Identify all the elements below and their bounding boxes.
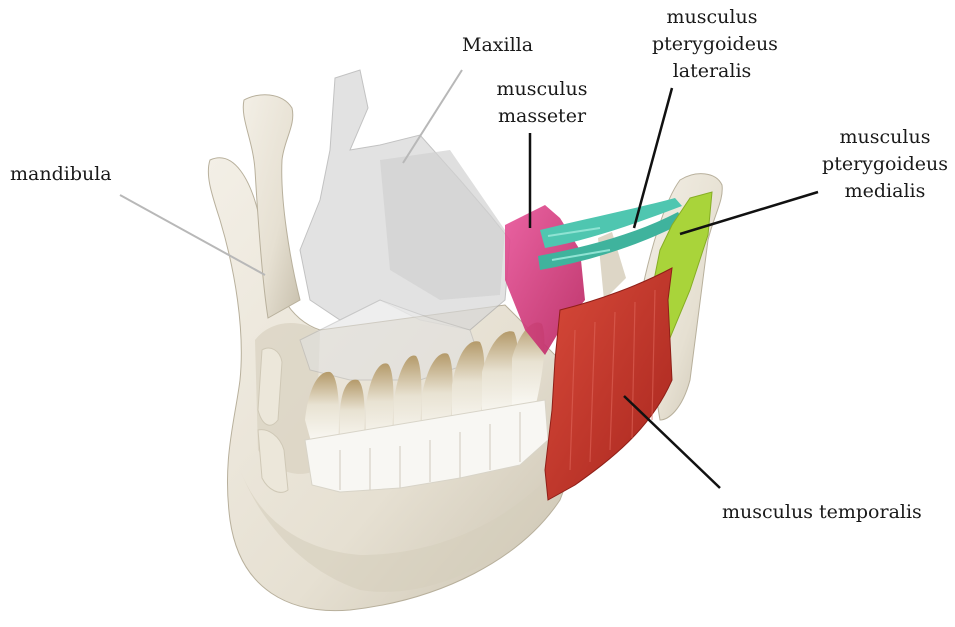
label-masseter: musculus masseter — [492, 76, 592, 130]
label-temporalis: musculus temporalis — [722, 499, 922, 526]
label-mandibula: mandibula — [10, 161, 112, 188]
label-pterygoideus-medialis: musculus pterygoideus medialis — [820, 124, 950, 205]
label-maxilla: Maxilla — [462, 32, 533, 59]
label-pterygoideus-lateralis: musculus pterygoideus lateralis — [652, 4, 772, 85]
